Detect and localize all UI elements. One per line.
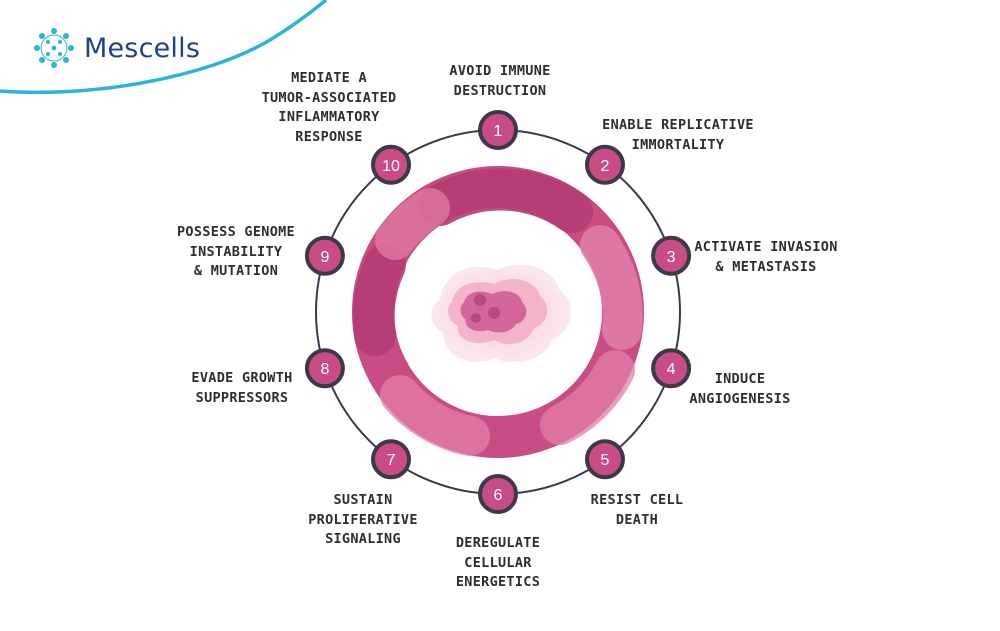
number-badge-2: 2 xyxy=(584,144,625,185)
molecule-ring-icon xyxy=(34,28,74,68)
hallmark-label-7: SUSTAIN PROLIFERATIVE SIGNALING xyxy=(308,492,418,547)
swoosh-line xyxy=(0,0,328,95)
number-badge-text: 8 xyxy=(320,361,329,378)
hallmark-ring xyxy=(352,166,644,458)
number-badge-3: 3 xyxy=(651,235,692,276)
number-badge-circle xyxy=(371,144,412,185)
number-badge-5: 5 xyxy=(584,439,625,480)
number-badge-circle xyxy=(304,235,345,276)
number-badge-text: 10 xyxy=(382,158,400,175)
number-badge-4: 4 xyxy=(651,348,692,389)
number-badge-circle xyxy=(584,144,625,185)
number-badge-circle xyxy=(651,348,692,389)
hallmark-label-3: ACTIVATE INVASION & METASTASIS xyxy=(694,239,838,275)
number-badge-text: 3 xyxy=(667,249,676,266)
hallmark-label-8: EVADE GROWTH SUPPRESSORS xyxy=(191,370,293,406)
hallmark-label-5: RESIST CELL DEATH xyxy=(590,492,684,528)
number-badge-text: 5 xyxy=(601,452,610,469)
number-badge-text: 4 xyxy=(667,361,676,378)
number-badge-circle xyxy=(584,439,625,480)
number-badge-text: 2 xyxy=(601,158,610,175)
number-badges: 1 2 3 4 5 6 7 8 9 10 xyxy=(304,110,692,514)
number-badge-6: 6 xyxy=(478,474,518,514)
number-badge-circle xyxy=(304,348,345,389)
hallmark-label-4: INDUCE ANGIOGENESIS xyxy=(689,371,791,407)
hallmark-label-10: MEDIATE A TUMOR-ASSOCIATED INFLAMMATORY … xyxy=(261,70,397,145)
number-badge-8: 8 xyxy=(304,348,345,389)
number-badge-circle xyxy=(651,235,692,276)
number-badge-text: 9 xyxy=(320,249,329,266)
hallmark-label-1: AVOID IMMUNE DESTRUCTION xyxy=(449,63,551,99)
tumor-cell-icon xyxy=(431,264,571,363)
number-badge-1: 1 xyxy=(478,110,518,150)
number-badge-text: 7 xyxy=(387,452,396,469)
number-badge-circle xyxy=(478,110,518,150)
number-badge-7: 7 xyxy=(371,439,412,480)
number-badge-text: 1 xyxy=(494,123,503,140)
number-badge-9: 9 xyxy=(304,235,345,276)
brand-logo[interactable]: Mescells xyxy=(32,26,200,70)
number-badge-10: 10 xyxy=(371,144,412,185)
hallmark-label-6: DEREGULATE CELLULAR ENERGETICS xyxy=(455,535,541,590)
number-badge-text: 6 xyxy=(494,487,503,504)
number-badge-circle xyxy=(478,474,518,514)
hallmark-label-9: POSSESS GENOME INSTABILITY & MUTATION xyxy=(177,224,295,279)
hallmark-label-2: ENABLE REPLICATIVE IMMORTALITY xyxy=(602,117,754,153)
number-badge-circle xyxy=(371,439,412,480)
brand-name: Mescells xyxy=(84,32,201,64)
